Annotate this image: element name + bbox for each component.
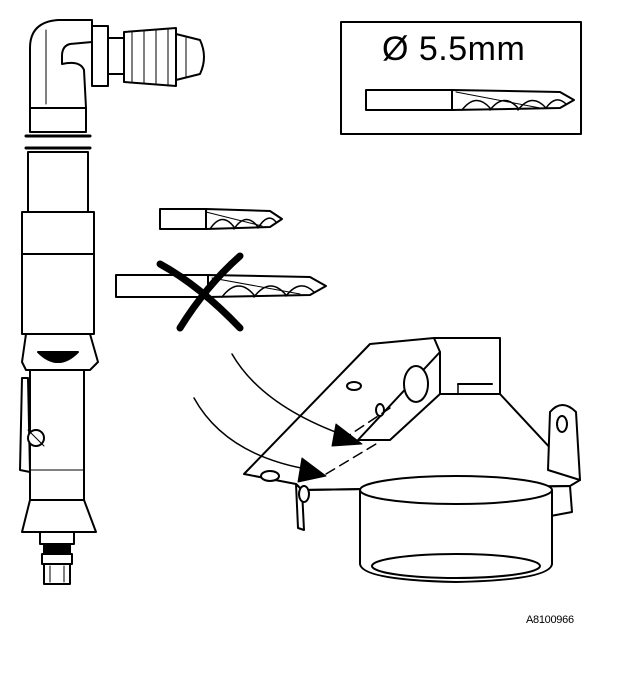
- angle-drill-icon: [20, 20, 204, 584]
- spec-box: [341, 22, 581, 134]
- reference-drill-bit-icon: [366, 90, 574, 110]
- drill-diameter-label: Ø 5.5mm: [382, 30, 526, 68]
- arrow-to-upper-hole: [232, 354, 362, 446]
- figure-reference-code: A8100966: [526, 614, 574, 626]
- arrow-to-lower-hole: [194, 398, 326, 482]
- drill-bit-icon: [160, 209, 282, 229]
- mounting-bracket-icon: [244, 338, 580, 582]
- cross-mark-icon: [160, 256, 240, 328]
- drill-path-guides: [326, 408, 390, 474]
